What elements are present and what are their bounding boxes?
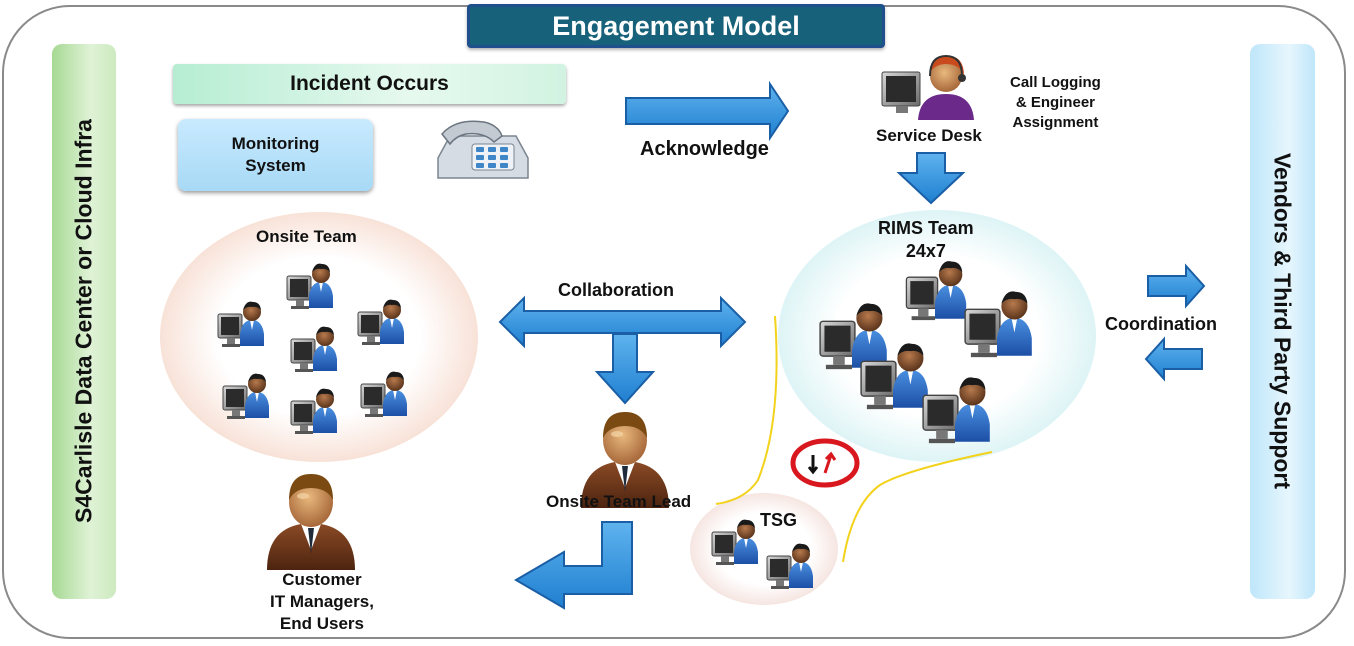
team-member-icon-3 [357,299,405,346]
collaboration-down-arrow [594,333,656,405]
tsg-member-icon-1 [711,519,759,566]
incident-box: Incident Occurs [173,64,566,104]
page-title: Engagement Model [467,4,885,48]
tsg-member-icon-2 [766,543,814,590]
tsg-label: TSG [760,510,798,530]
coordination-right-arrow [1147,263,1206,309]
collaboration-arrow [498,295,747,349]
rims-member-icon-2 [819,302,888,370]
acknowledge-arrow [625,80,790,142]
monitoring-line-1: Monitoring [231,134,320,153]
customer-manager-icon [267,474,355,570]
team-member-icon-1 [286,263,334,310]
rims-member-icon-1 [905,260,967,321]
onsite-team-lead-label: Onsite Team Lead [546,492,692,511]
monitoring-line-2: System [245,156,306,175]
tsg-connector-right [842,451,993,563]
no-u-turn-icon [790,438,860,488]
rims-member-icon-5 [922,376,991,444]
service-desk-label: Service Desk [876,126,982,145]
tsg-connector-left [715,315,778,505]
team-member-icon-2 [217,301,265,348]
datacenter-panel: S4Carlisle Data Center or Cloud Infra [52,44,116,599]
vendors-panel: Vendors & Third Party Support [1250,44,1315,599]
onsite-team-label: Onsite Team [256,227,357,246]
service-desk-down-arrow [896,152,966,205]
team-member-icon-4 [290,326,338,373]
team-member-icon-7 [290,388,338,435]
team-member-icon-6 [360,371,408,418]
team-member-icon-5 [222,373,270,420]
coordination-left-arrow [1144,336,1203,382]
rims-member-icon-3 [964,290,1033,358]
acknowledge-label: Acknowledge [640,138,769,160]
customer-bent-arrow [514,521,633,610]
collaboration-label: Collaboration [558,280,674,300]
service-desk-agent-icon [881,54,974,120]
telephone-icon [437,120,529,179]
coordination-label: Coordination [1105,314,1217,334]
